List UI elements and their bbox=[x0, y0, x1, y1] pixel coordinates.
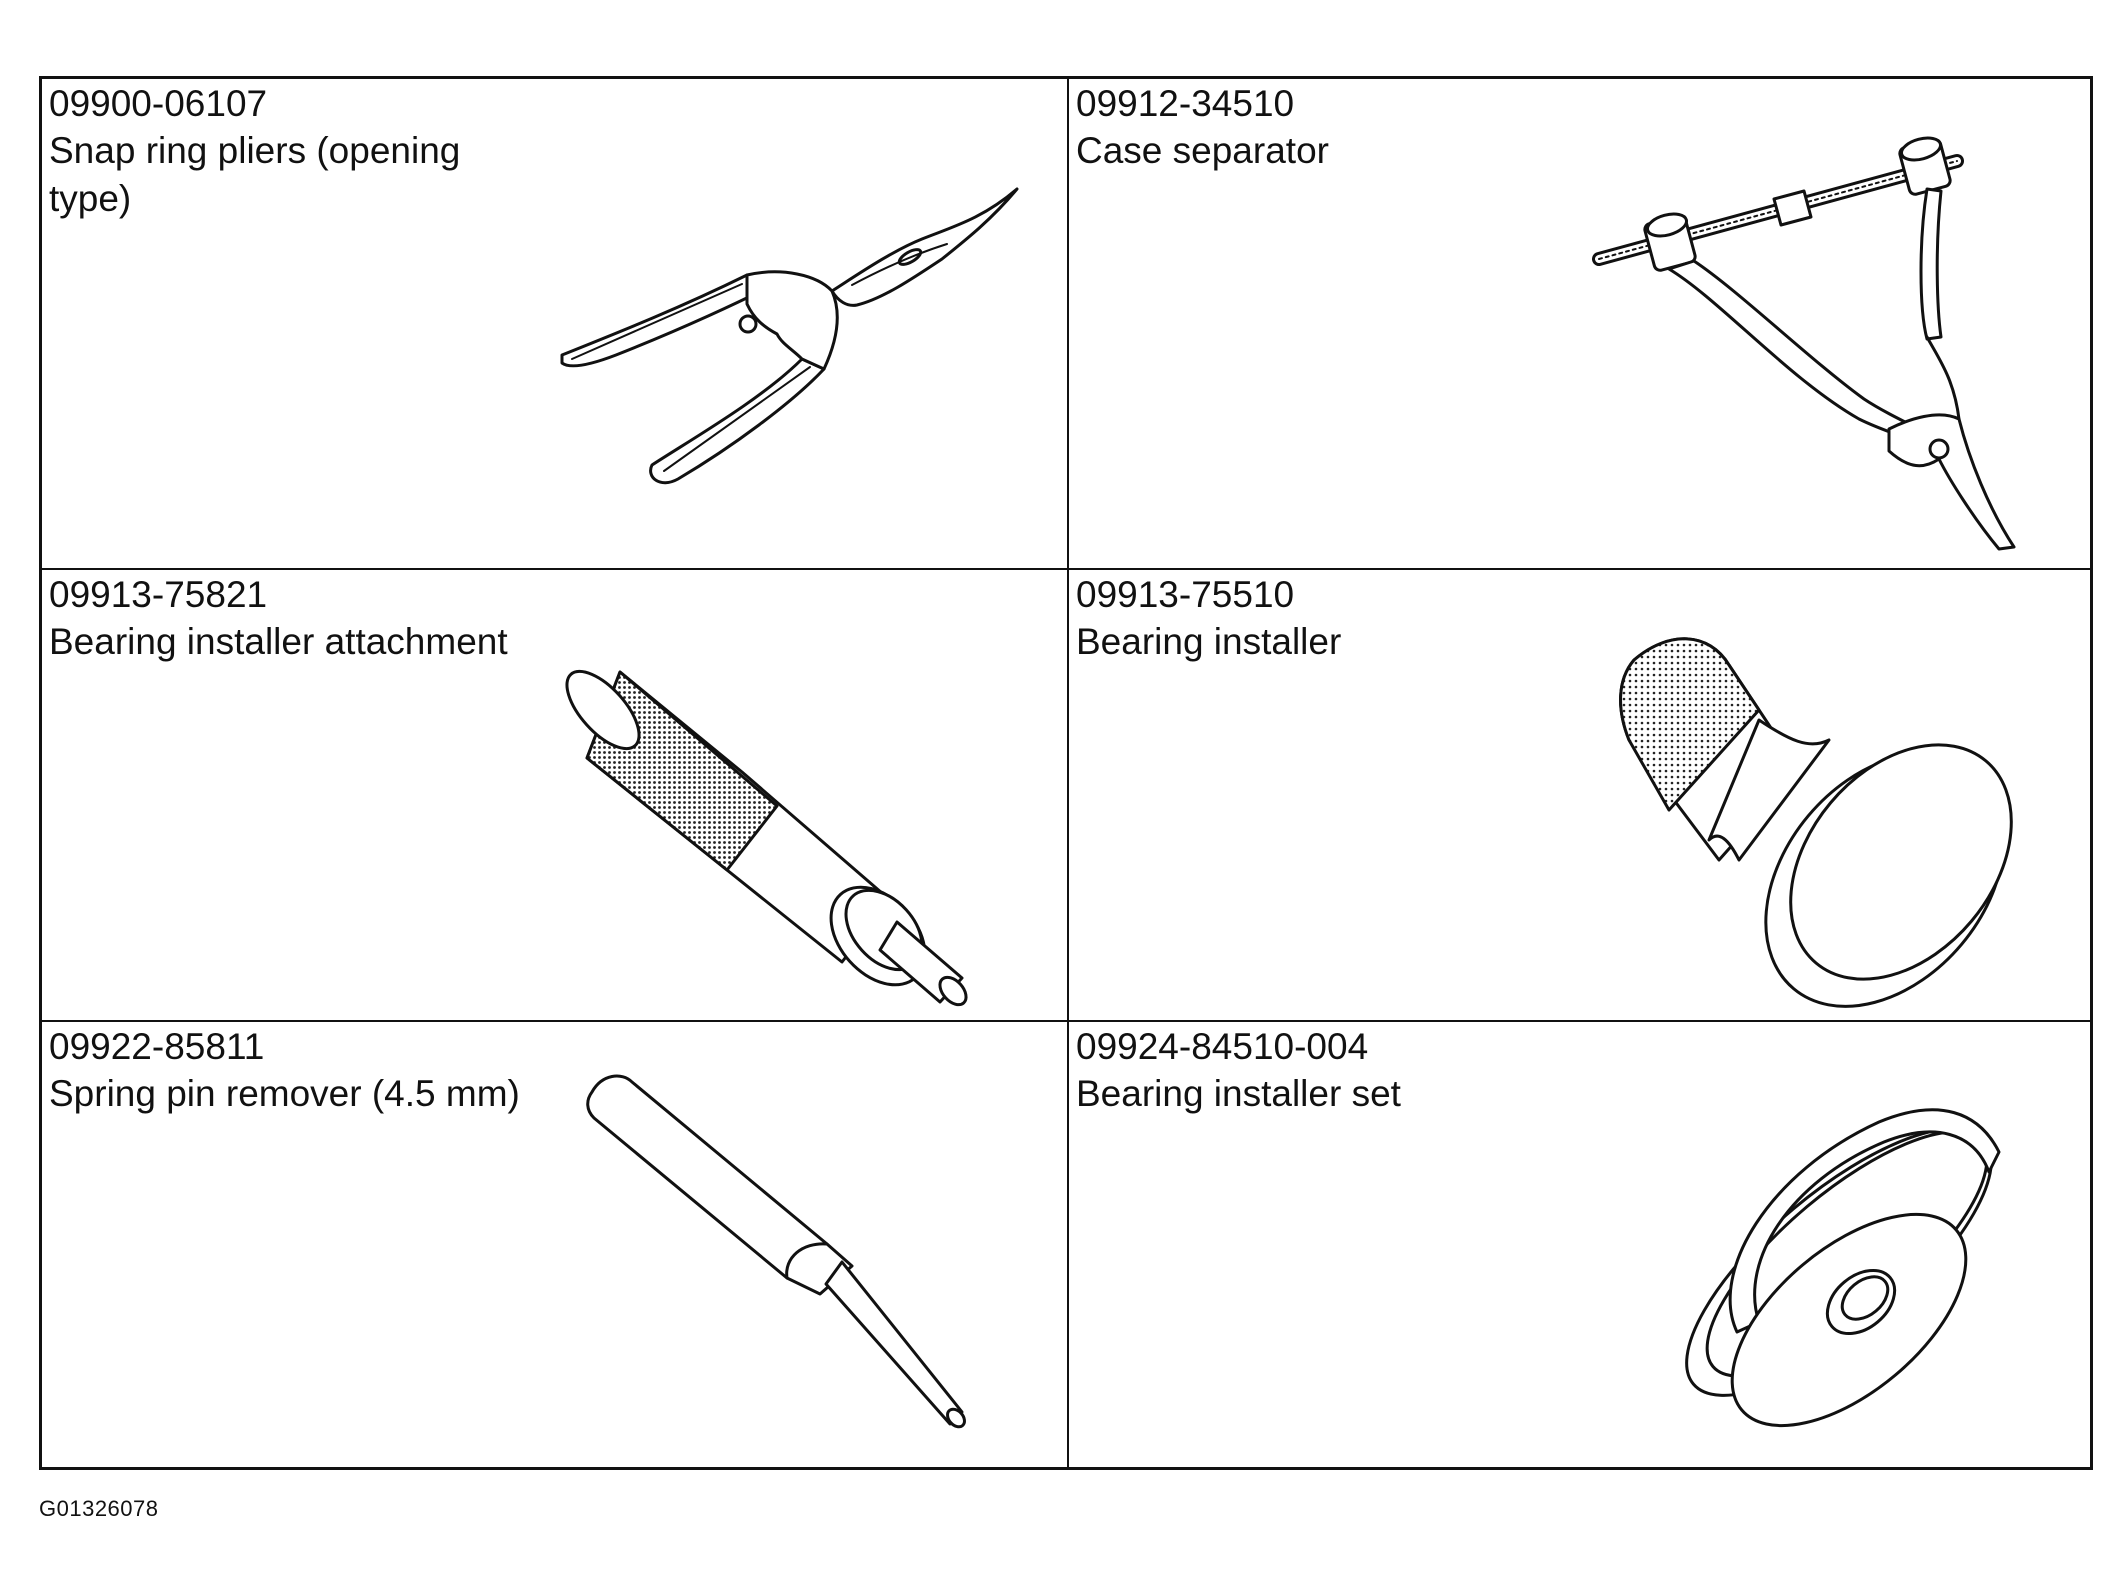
tool-name: Spring pin remover (4.5 mm) bbox=[49, 1073, 520, 1114]
tool-name: Case separator bbox=[1076, 130, 1329, 171]
snap-ring-pliers-icon bbox=[560, 187, 1019, 485]
tool-cell-bearing-installer-attachment: 09913-75821 Bearing installer attachment bbox=[42, 570, 1069, 1022]
tool-cell-spring-pin-remover: 09922-85811 Spring pin remover (4.5 mm) bbox=[42, 1022, 1069, 1467]
tool-cell-snap-ring-pliers: 09900-06107 Snap ring pliers (opening ty… bbox=[42, 79, 1069, 570]
tool-name: Snap ring pliers (opening type) bbox=[49, 130, 461, 219]
case-separator-icon bbox=[1592, 136, 2016, 551]
special-tools-table: 09900-06107 Snap ring pliers (opening ty… bbox=[39, 76, 2093, 1470]
part-number: 09924-84510-004 bbox=[1076, 1026, 1369, 1067]
bearing-installer-icon bbox=[1619, 637, 2013, 1008]
part-number: 09900-06107 bbox=[49, 83, 268, 124]
tool-name: Bearing installer bbox=[1076, 621, 1342, 662]
tool-name: Bearing installer attachment bbox=[49, 621, 508, 662]
spring-pin-remover-icon bbox=[586, 1074, 966, 1429]
tool-name: Bearing installer set bbox=[1076, 1073, 1401, 1114]
part-number: 09922-85811 bbox=[49, 1026, 265, 1067]
tool-cell-bearing-installer-set: 09924-84510-004 Bearing installer set bbox=[1069, 1022, 2090, 1467]
part-number: 09912-34510 bbox=[1076, 83, 1295, 124]
figure-id: G01326078 bbox=[39, 1496, 159, 1521]
part-number: 09913-75821 bbox=[49, 574, 268, 615]
part-number: 09913-75510 bbox=[1076, 574, 1295, 615]
tool-cell-case-separator: 09912-34510 Case separator bbox=[1069, 79, 2090, 570]
tool-cell-bearing-installer: 09913-75510 Bearing installer bbox=[1069, 570, 2090, 1022]
bearing-installer-set-icon bbox=[1685, 1108, 2001, 1428]
bearing-installer-attachment-icon bbox=[565, 669, 968, 1007]
